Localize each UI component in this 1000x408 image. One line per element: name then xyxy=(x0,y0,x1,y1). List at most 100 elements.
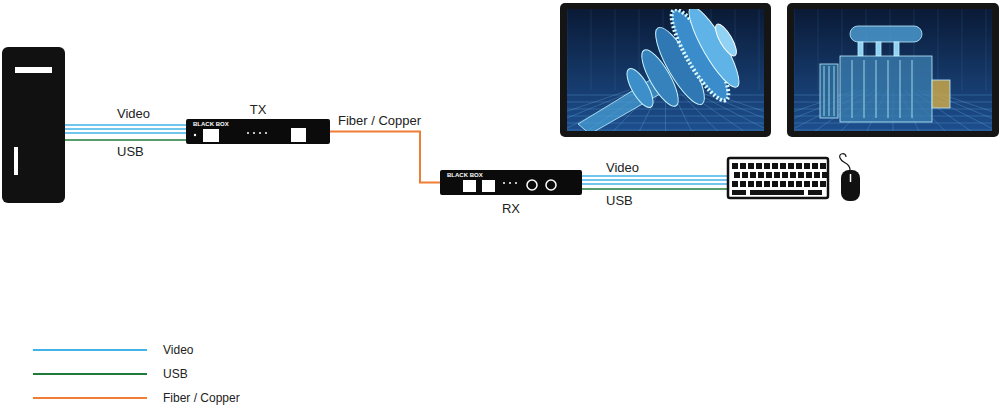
mouse-part xyxy=(840,154,850,170)
brand-logo: BLACK BOX xyxy=(193,121,229,128)
legend-text: Fiber / Copper xyxy=(163,391,240,405)
faceplate-detail xyxy=(194,134,196,136)
signal-label: USB xyxy=(117,144,144,159)
faceplate-detail xyxy=(482,180,495,192)
computer-tower xyxy=(2,47,65,203)
monitor-part-part xyxy=(938,9,939,90)
monitor-part-part xyxy=(615,9,616,90)
keyboard-part xyxy=(748,181,754,187)
faceplate-detail xyxy=(265,132,267,134)
keyboard-part xyxy=(820,181,826,187)
legend-text: USB xyxy=(163,367,188,381)
keyboard-part xyxy=(796,163,802,169)
keyboard-part xyxy=(798,172,804,178)
monitor-part xyxy=(794,9,992,131)
keyboard-part xyxy=(732,163,738,169)
keyboard-part xyxy=(734,172,740,178)
transformer-render-part xyxy=(876,42,881,56)
legend-swatch xyxy=(33,367,147,381)
monitor-part xyxy=(794,9,992,131)
monitor-part-part xyxy=(986,9,987,90)
faceplate-detail xyxy=(515,182,517,184)
keyboard-part xyxy=(728,158,828,198)
keyboard-part xyxy=(812,181,818,187)
faceplate-detail xyxy=(503,182,505,184)
keyboard-part xyxy=(820,163,826,169)
monitor-part-part xyxy=(962,9,963,90)
keyboard-part xyxy=(766,172,772,178)
mouse xyxy=(840,154,860,201)
left-wires-part xyxy=(65,132,186,134)
computer-tower-part xyxy=(15,67,52,73)
left-wires-part xyxy=(65,139,186,141)
signal-label: Video xyxy=(117,106,150,121)
unit-label: TX xyxy=(186,102,330,117)
transformer-render-part xyxy=(900,60,901,118)
transformer-render-part xyxy=(834,66,835,116)
transformer-render-part xyxy=(858,42,863,56)
transformer-render-part xyxy=(850,26,922,42)
brand-logo: BLACK BOX xyxy=(447,172,483,179)
keyboard-part xyxy=(814,172,820,178)
keyboard-part xyxy=(764,163,770,169)
transformer-render-part xyxy=(824,66,825,116)
faceplate-detail xyxy=(203,129,219,142)
left-wires-part xyxy=(65,128,186,130)
faceplate-detail xyxy=(509,182,511,184)
keyboard-part xyxy=(750,190,804,195)
keyboard-part xyxy=(812,163,818,169)
extender-unit: BLACK BOXRX xyxy=(440,170,582,195)
monitor-part-part xyxy=(818,9,819,90)
keyboard-part xyxy=(804,181,810,187)
keyboard-part xyxy=(788,181,794,187)
keyboard-part xyxy=(758,172,764,178)
left-wires xyxy=(65,125,186,140)
transformer-render-part xyxy=(894,42,899,56)
keyboard-part xyxy=(780,163,786,169)
signal-label: USB xyxy=(606,193,633,208)
legend-swatch xyxy=(33,343,147,357)
monitor-part xyxy=(560,3,771,137)
keyboard-part xyxy=(732,181,738,187)
keyboard-part xyxy=(788,163,794,169)
keyboard-part xyxy=(740,163,746,169)
keyboard-part xyxy=(764,181,770,187)
unit-label: RX xyxy=(440,201,582,216)
faceplate-detail xyxy=(546,180,556,190)
monitor xyxy=(737,3,1000,137)
keyboard xyxy=(728,158,828,198)
right-wires xyxy=(582,176,728,189)
transformer-render-part xyxy=(840,56,932,122)
faceplate-detail xyxy=(291,128,306,142)
keyboard-part xyxy=(742,172,748,178)
right-wires-part xyxy=(582,175,728,177)
transformer-render-part xyxy=(888,60,889,118)
fiber-copper-link xyxy=(330,132,440,183)
keyboard-part xyxy=(748,163,754,169)
keyboard-part xyxy=(774,172,780,178)
transformer-render-part xyxy=(864,60,865,118)
transformer-render xyxy=(820,26,950,122)
faceplate-detail xyxy=(247,132,249,134)
legend-row: USB xyxy=(33,367,188,381)
legend-swatch xyxy=(33,391,147,405)
monitor-part-part xyxy=(567,9,568,90)
keyboard-part xyxy=(732,190,746,195)
monitor-part xyxy=(787,3,999,137)
keyboard-part xyxy=(804,163,810,169)
computer-tower-part xyxy=(2,47,65,203)
faceplate-detail xyxy=(253,132,255,134)
keyboard-part xyxy=(756,163,762,169)
right-wires-part xyxy=(582,179,728,181)
transformer-render-part xyxy=(852,60,853,118)
legend-row: Video xyxy=(33,343,193,357)
keyboard-part xyxy=(772,163,778,169)
left-wires-part xyxy=(65,124,186,126)
signal-label: Video xyxy=(606,160,639,175)
faceplate-detail xyxy=(463,180,476,192)
mouse-part xyxy=(850,174,852,182)
faceplate-detail xyxy=(527,180,537,190)
